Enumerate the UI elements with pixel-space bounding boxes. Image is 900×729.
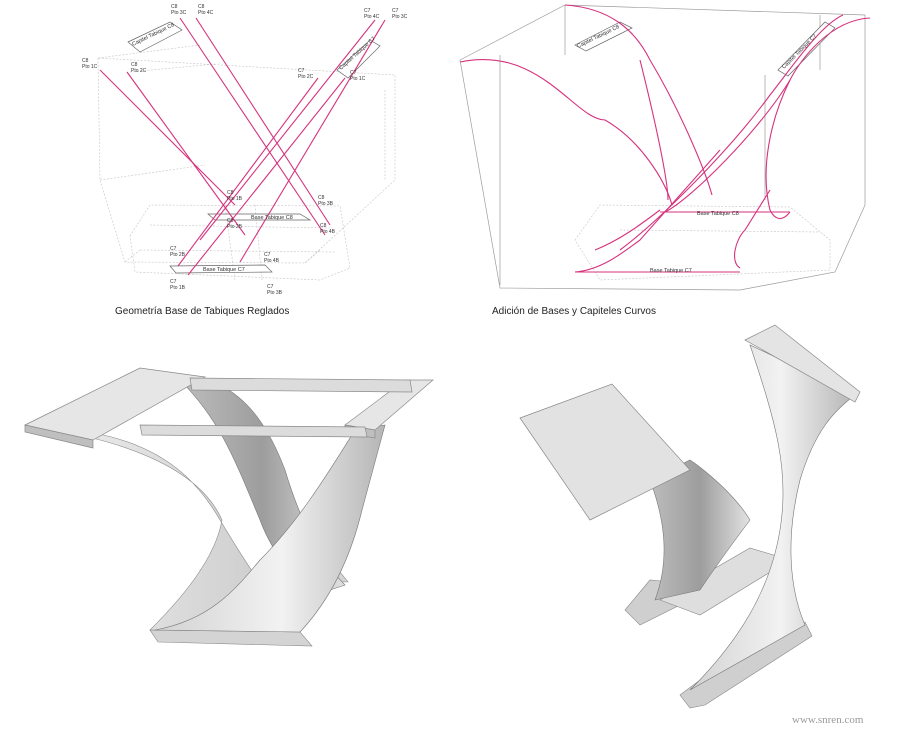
label-r-capitel-c7: Capitel Tabique C7 <box>781 33 818 70</box>
panel-ruled-geometry: C8 Pto 3C C8 Pto 4C C8 Pto 1C C8 Pto 2C … <box>82 4 408 317</box>
pt-c7-4c-2: Pto 4C <box>364 14 380 20</box>
crossbar-back <box>189 377 413 393</box>
label-base-c7: Base Tabique C7 <box>203 267 245 273</box>
pt-c7-2c-1: C7 <box>298 68 305 74</box>
tall-sweeping-wall <box>689 344 856 691</box>
panel-render-alternate <box>519 324 861 709</box>
pt-c7-1b-1: C7 <box>170 279 177 285</box>
pt-c7-2b-1: C7 <box>170 246 177 252</box>
crossbar-front <box>139 424 368 438</box>
pt-c7-2b-2: Pto 2B <box>170 252 186 258</box>
tilted-top-plate <box>519 383 691 521</box>
pt-c8-4c-1: C8 <box>198 4 205 10</box>
pt-c8-3b-2: Pto 3B <box>318 201 334 207</box>
pt-c7-3b-1: C7 <box>267 284 274 290</box>
panel-render-assembled <box>23 367 434 647</box>
pt-c7-4c-1: C7 <box>364 8 371 14</box>
pt-c8-3c-2: Pto 3C <box>171 10 187 16</box>
pt-c7-1c-2: Pto 1C <box>350 76 366 82</box>
label-r-base-c7: Base Tabique C7 <box>650 268 692 274</box>
pt-c8-4b-1: C8 <box>320 223 327 229</box>
watermark: www.snren.com <box>792 714 864 726</box>
pt-c8-2b-1: C8 <box>227 218 234 224</box>
pt-c8-3b-1: C8 <box>318 195 325 201</box>
caption-curved-bases: Adición de Bases y Capiteles Curvos <box>492 306 656 317</box>
pt-c7-1b-2: Pto 1B <box>170 285 186 291</box>
pt-c8-1b-1: C8 <box>227 190 234 196</box>
pt-c8-1c-1: C8 <box>82 58 89 64</box>
base-plate-front <box>149 629 313 647</box>
pt-c8-4b-2: Pto 4B <box>320 229 336 235</box>
pt-c8-3c-1: C8 <box>171 4 178 10</box>
label-r-base-c8: Base Tabique C8 <box>697 211 739 217</box>
pt-c8-1c-2: Pto 1C <box>82 64 98 70</box>
pt-c8-1b-2: Pto 1B <box>227 196 243 202</box>
panel-curved-bases: Capitel Tabique C8 Capitel Tabique C7 Ba… <box>459 4 871 317</box>
top-plate-left-edge <box>24 424 94 449</box>
pt-c8-2c-1: C8 <box>131 62 138 68</box>
point-labels: C8 Pto 3C C8 Pto 4C C8 Pto 1C C8 Pto 2C … <box>82 4 408 296</box>
pt-c7-3c-2: Pto 3C <box>392 14 408 20</box>
label-base-c8: Base Tabique C8 <box>251 215 293 221</box>
capital-plate-c8 <box>574 21 633 52</box>
left-twisting-column <box>649 459 751 601</box>
caption-ruled-geometry: Geometría Base de Tabiques Reglados <box>115 306 289 317</box>
ruled-lines <box>99 17 386 276</box>
pt-c7-3b-2: Pto 3B <box>267 290 283 296</box>
pt-c8-4c-2: Pto 4C <box>198 10 214 16</box>
pt-c7-2c-2: Pto 2C <box>298 74 314 80</box>
pt-c7-1c-1: C7 <box>350 70 357 76</box>
pt-c7-3c-1: C7 <box>392 8 399 14</box>
pt-c8-2b-2: Pto 2B <box>227 224 243 230</box>
front-diagonal-wall <box>154 424 386 633</box>
curved-surface-lines <box>459 4 871 273</box>
pt-c7-4b-1: C7 <box>264 252 271 258</box>
capital-base-plates <box>127 21 381 274</box>
pt-c8-2c-2: Pto 2C <box>131 68 147 74</box>
pt-c7-4b-2: Pto 4B <box>264 258 280 264</box>
tall-top-plate <box>744 324 861 403</box>
capital-plate-c7 <box>777 21 836 77</box>
